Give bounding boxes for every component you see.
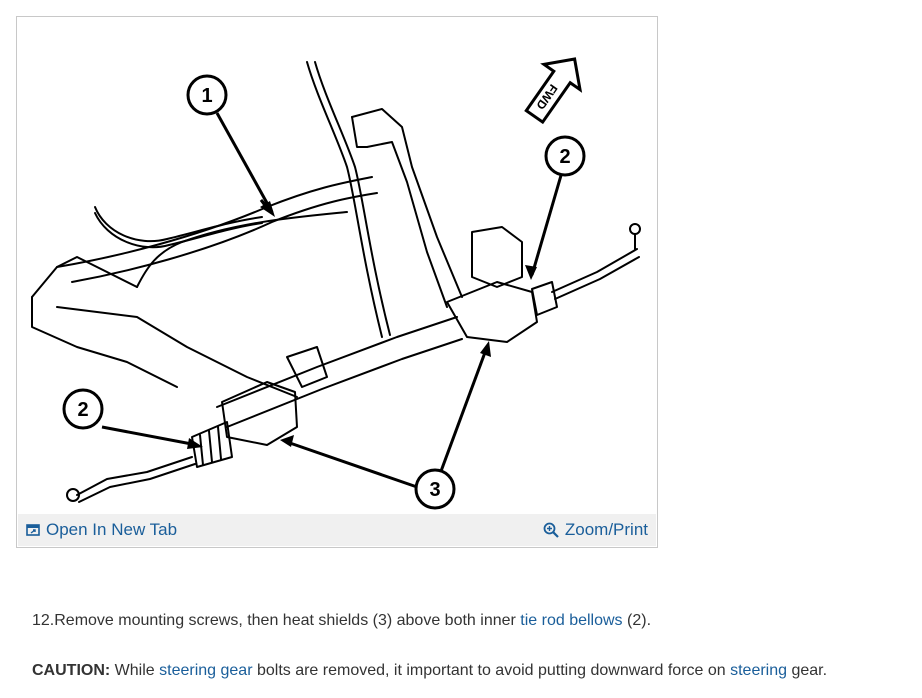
- steering-link[interactable]: steering: [730, 662, 788, 679]
- zoom-icon: [543, 522, 559, 538]
- caution-text: CAUTION: While steering gear bolts are r…: [32, 662, 827, 680]
- step-text-part1: Remove mounting screws, then heat shield…: [54, 612, 521, 629]
- callout-1: 1: [201, 85, 212, 107]
- fwd-arrow-icon: FWD: [524, 57, 583, 125]
- zoom-print-label: Zoom/Print: [564, 520, 648, 539]
- open-in-new-tab-label: Open In New Tab: [46, 520, 178, 539]
- step-number: 12.: [32, 612, 55, 629]
- tie-rod-bellows-link[interactable]: tie rod bellows: [520, 612, 623, 629]
- crossmember: [56, 176, 373, 268]
- caution-part1: While: [110, 662, 160, 679]
- heat-shield-right: [446, 281, 538, 343]
- brake-line: [94, 206, 263, 243]
- open-in-new-tab-button[interactable]: Open In New Tab: [26, 520, 177, 540]
- steering-rack: [216, 316, 458, 408]
- heat-shield-left: [221, 381, 298, 446]
- step-text-part2: (2).: [622, 612, 652, 629]
- tie-rod-bellows-left: [191, 421, 233, 468]
- figure-container: FWD 1 2 2 3: [16, 16, 658, 548]
- steering-gear-link[interactable]: steering gear: [159, 662, 253, 679]
- callout-3: 3: [429, 479, 440, 501]
- caution-part2: bolts are removed, it important to avoid…: [252, 662, 731, 679]
- open-in-new-tab-icon: [26, 524, 40, 536]
- tie-rod-bellows-right: [531, 281, 558, 316]
- tie-rod-left: [76, 456, 193, 496]
- caution-part3: gear.: [787, 662, 828, 679]
- zoom-print-button[interactable]: Zoom/Print: [543, 520, 648, 540]
- tie-rod-right: [551, 248, 638, 293]
- steering-gear-diagram: FWD 1 2 2 3: [31, 57, 641, 510]
- caution-label: CAUTION:: [32, 662, 111, 679]
- callout-2-right: 2: [559, 146, 570, 168]
- figure-toolbar: Open In New Tab Zoom/Print: [18, 514, 656, 546]
- step-12-text: 12.Remove mounting screws, then heat shi…: [32, 612, 651, 630]
- cable: [306, 61, 383, 338]
- callout-2-left: 2: [77, 399, 88, 421]
